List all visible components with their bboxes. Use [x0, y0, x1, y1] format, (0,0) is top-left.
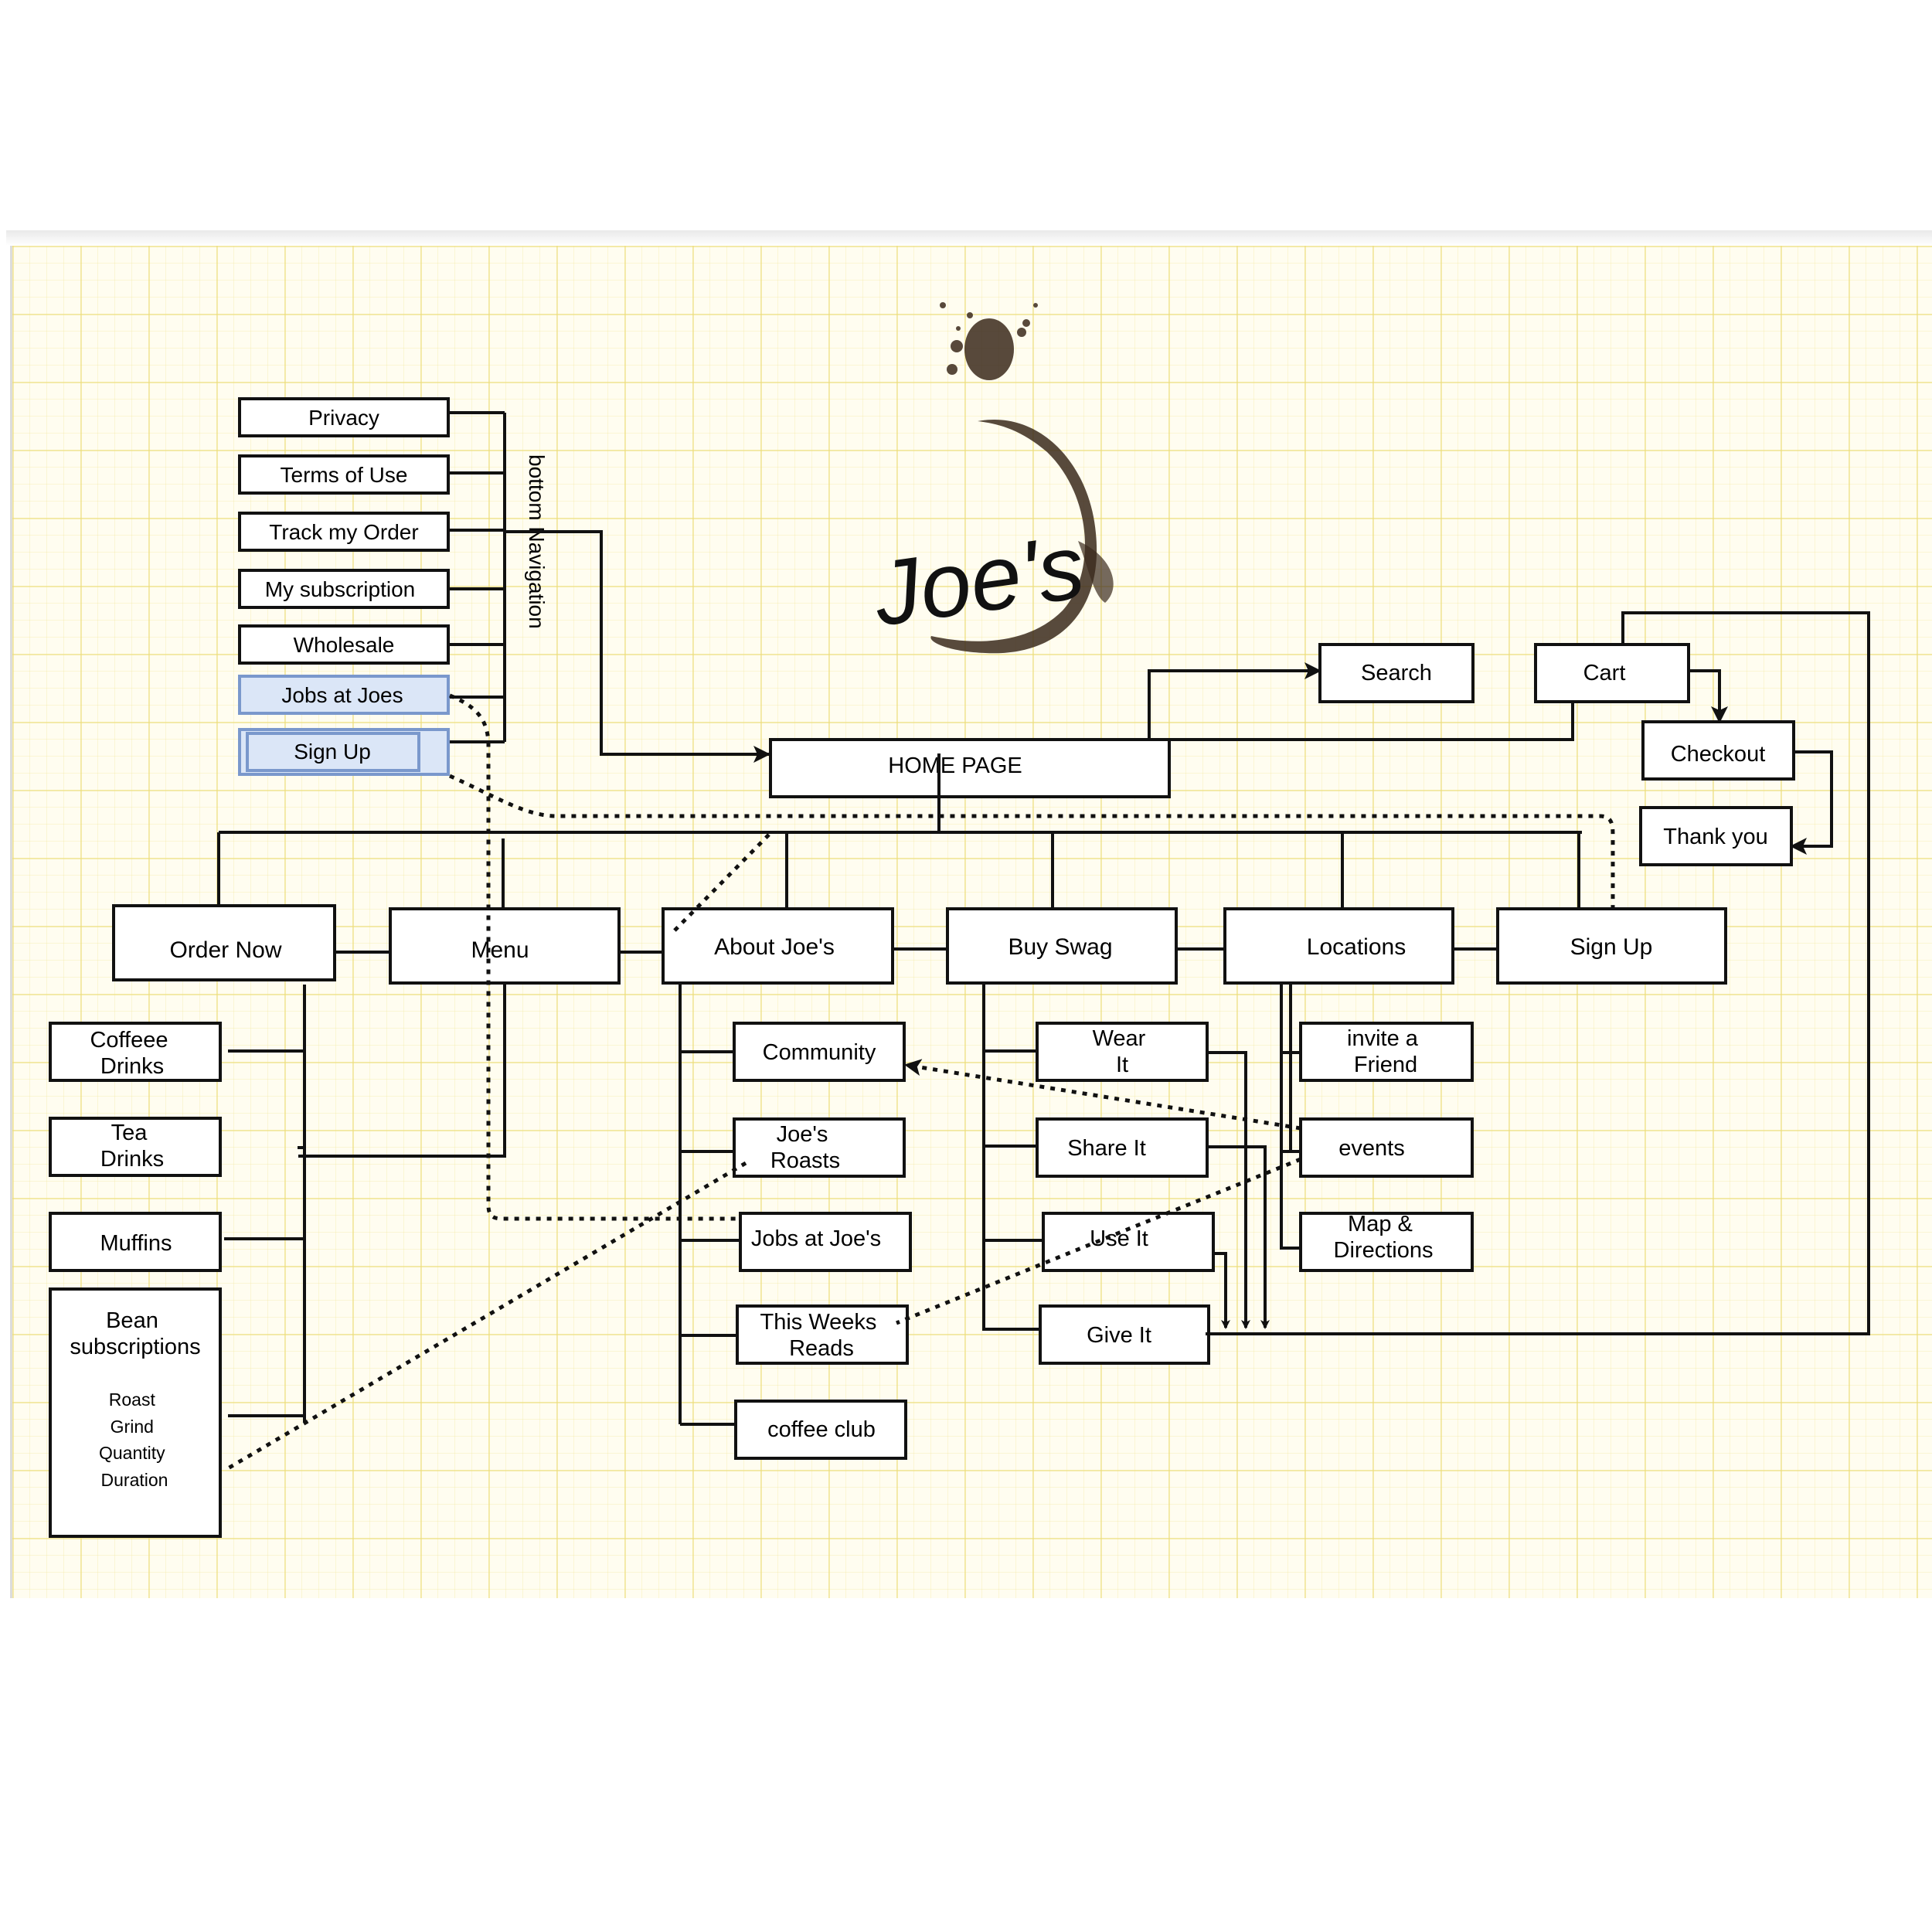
dotted-link-signup	[448, 774, 1615, 909]
map-directions-node[interactable]: Map & Directions	[1334, 1212, 1434, 1263]
bottom-navigation-label: bottom Navigation	[525, 454, 549, 629]
footer-nav-group: Privacy Terms of Use Track my Order My s…	[238, 397, 770, 776]
footer-link-track-order[interactable]: Track my Order	[269, 520, 418, 544]
home-group: HOME PAGE Search Cart Checkout Thank you	[769, 611, 1870, 1335]
wear-it-node[interactable]: Wear It	[1093, 1026, 1152, 1077]
use-it-node[interactable]: Use It	[1090, 1226, 1148, 1251]
footer-link-privacy[interactable]: Privacy	[308, 406, 379, 430]
locations-children: invite a Friend events Map & Directions	[1280, 985, 1474, 1272]
swag-children: Wear It Share It Use It Give It	[982, 985, 1270, 1365]
jobs-at-joes-node[interactable]: Jobs at Joe's	[751, 1226, 881, 1251]
nav-order-now[interactable]: Order Now	[169, 937, 281, 963]
home-page-node[interactable]: HOME PAGE	[888, 753, 1022, 778]
dotted-link-events-community	[904, 1059, 1301, 1131]
footer-link-terms[interactable]: Terms of Use	[281, 463, 408, 487]
about-children: Community Joe's Roasts Jobs at Joe's Thi…	[679, 985, 912, 1460]
give-it-node[interactable]: Give It	[1087, 1323, 1151, 1348]
dotted-link-events-reads	[896, 1157, 1301, 1325]
coffee-drinks-node[interactable]: Coffeee Drinks	[90, 1028, 174, 1079]
checkout-node[interactable]: Checkout	[1671, 742, 1766, 767]
bean-options: Roast Grind Quantity Duration	[99, 1389, 170, 1490]
search-node[interactable]: Search	[1361, 661, 1432, 685]
nav-sign-up[interactable]: Sign Up	[1570, 934, 1653, 960]
footer-link-wholesale[interactable]: Wholesale	[294, 633, 395, 657]
share-it-node[interactable]: Share It	[1067, 1136, 1146, 1161]
dotted-links	[223, 693, 1615, 1473]
this-weeks-reads-node[interactable]: This Weeks Reads	[760, 1310, 883, 1361]
joes-logo: Joe's	[867, 302, 1114, 654]
main-nav-group: Order Now Menu About Joe's Buy Swag Loca…	[112, 753, 1727, 985]
nav-menu[interactable]: Menu	[471, 937, 529, 963]
tea-drinks-node[interactable]: Tea Drinks	[100, 1121, 164, 1172]
paper-shadow	[6, 230, 1932, 246]
footer-link-subscription[interactable]: My subscription	[265, 577, 416, 601]
footer-link-jobs[interactable]: Jobs at Joes	[281, 683, 403, 707]
nav-buy-swag[interactable]: Buy Swag	[1008, 934, 1112, 960]
coffee-club-node[interactable]: coffee club	[767, 1417, 876, 1442]
footer-link-sign-up[interactable]: Sign Up	[294, 740, 371, 764]
cart-node[interactable]: Cart	[1583, 661, 1626, 685]
nav-locations[interactable]: Locations	[1307, 934, 1406, 960]
dotted-link-jobs	[449, 693, 740, 1221]
community-node[interactable]: Community	[763, 1040, 876, 1065]
order-now-children: Coffeee Drinks Tea Drinks Muffins Bean s…	[49, 983, 506, 1538]
dotted-link-about-roasts	[672, 833, 770, 933]
thank-you-node[interactable]: Thank you	[1663, 825, 1767, 849]
nav-about[interactable]: About Joe's	[714, 934, 835, 960]
bean-subscriptions-node[interactable]: Bean subscriptions	[70, 1308, 200, 1359]
joes-roasts-node[interactable]: Joe's Roasts	[770, 1122, 840, 1173]
coffee-splash	[940, 302, 1038, 380]
invite-friend-node[interactable]: invite a Friend	[1347, 1026, 1424, 1077]
events-node[interactable]: events	[1338, 1136, 1404, 1161]
muffins-node[interactable]: Muffins	[100, 1231, 172, 1256]
dotted-link-roasts-bean	[223, 1161, 747, 1473]
